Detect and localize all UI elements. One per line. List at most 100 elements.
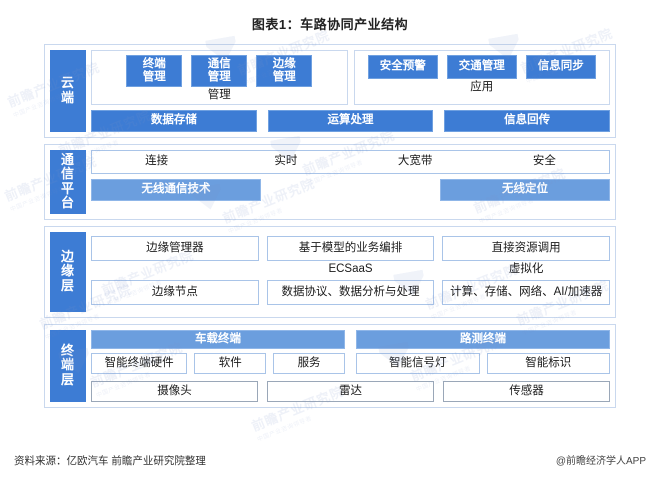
edge-caption-ecsaas: ECSaaS — [328, 262, 373, 275]
comm-feature-strip: 连接 实时 大宽带 安全 — [91, 149, 610, 174]
group-panel-application: 安全预警 交通管理 信息同步 应用 — [353, 50, 610, 105]
group-chips: 终端管理 通信管理 边缘管理 — [97, 55, 342, 87]
box-model-based-orchestration[interactable]: 基于模型的业务编排 — [266, 235, 435, 261]
chip-label: 信息同步 — [537, 60, 584, 73]
box-label: 基于模型的业务编排 — [298, 241, 403, 254]
source-text: 资料来源：亿欧汽车 前瞻产业研究院整理 — [14, 455, 206, 467]
layer-label-cloud: 云端 — [50, 50, 86, 132]
box-label: 路测终端 — [460, 332, 506, 345]
box-roadside-terminal[interactable]: 路测终端 — [356, 329, 610, 349]
chip-edge-management[interactable]: 边缘管理 — [256, 55, 313, 87]
box-label: 智能标识 — [525, 356, 572, 369]
group-panel-management: 终端管理 通信管理 边缘管理 管理 — [91, 50, 348, 105]
edge-column-ecsaas: 基于模型的业务编排 ECSaaS 数据协议、数据分析与处理 — [266, 232, 435, 312]
edge-column-virtualization: 直接资源调用 虚拟化 计算、存储、网络、AI/加速器 — [442, 232, 611, 312]
group-caption-application: 应用 — [470, 81, 494, 93]
vehicle-terminal-items: 智能终端硬件 软件 服务 — [91, 352, 345, 374]
box-software[interactable]: 软件 — [194, 352, 267, 374]
box-data-storage[interactable]: 数据存储 — [91, 109, 257, 132]
box-smart-sign[interactable]: 智能标识 — [486, 352, 610, 374]
box-direct-resource-invocation[interactable]: 直接资源调用 — [442, 235, 611, 261]
box-label: 智能终端硬件 — [104, 356, 174, 369]
box-smart-traffic-light[interactable]: 智能信号灯 — [356, 352, 480, 374]
layer-terminal: 终端层 车载终端 智能终端硬件 软件 服务 — [44, 323, 616, 408]
box-information-feedback[interactable]: 信息回传 — [444, 109, 611, 132]
group-chips: 安全预警 交通管理 信息同步 — [360, 55, 605, 79]
spacer — [91, 206, 610, 214]
chip-label: 交通管理 — [458, 60, 505, 73]
industry-structure-diagram: 云端 终端管理 通信管理 边缘管理 管理 — [44, 44, 616, 434]
box-label: 智能信号灯 — [389, 356, 447, 369]
box-label: 数据存储 — [150, 114, 197, 127]
edge-caption-1 — [91, 263, 259, 278]
box-label: 摄像头 — [157, 384, 192, 397]
layer-label-terminal: 终端层 — [50, 329, 86, 402]
box-label: 传感器 — [509, 384, 544, 397]
box-label: 运算处理 — [327, 114, 374, 127]
edge-columns: 边缘管理器 边缘节点 基于模型的业务编排 ECSaaS 数据协议、数据分析与处理 — [91, 232, 611, 312]
credit-text: @前瞻经济学人APP — [555, 456, 646, 467]
box-label: 无线定位 — [502, 183, 548, 196]
layer-label-communication-platform: 通信平台 — [50, 149, 86, 214]
box-edge-manager[interactable]: 边缘管理器 — [91, 235, 259, 261]
box-label: 边缘管理器 — [146, 241, 204, 254]
group-caption-management: 管理 — [207, 89, 231, 101]
layer-cloud: 云端 终端管理 通信管理 边缘管理 管理 — [44, 44, 616, 138]
comm-feature-broadband: 大宽带 — [397, 155, 433, 168]
terminal-group-vehicle: 车载终端 智能终端硬件 软件 服务 — [91, 329, 345, 376]
comm-feature-security: 安全 — [532, 155, 556, 168]
terminal-halves: 车载终端 智能终端硬件 软件 服务 — [91, 329, 610, 376]
edge-caption-virtualization: 虚拟化 — [508, 262, 544, 275]
box-radar[interactable]: 雷达 — [267, 380, 434, 402]
box-smart-terminal-hardware[interactable]: 智能终端硬件 — [91, 352, 188, 374]
layer-body-edge: 边缘管理器 边缘节点 基于模型的业务编排 ECSaaS 数据协议、数据分析与处理 — [91, 232, 611, 312]
edge-column-manager: 边缘管理器 边缘节点 — [91, 232, 259, 312]
comm-feature-connection: 连接 — [145, 155, 169, 168]
chip-safety-warning[interactable]: 安全预警 — [367, 55, 438, 79]
box-wireless-communication-tech[interactable]: 无线通信技术 — [91, 178, 261, 201]
terminal-sensors-row: 摄像头 雷达 传感器 — [91, 380, 610, 402]
box-label: 雷达 — [339, 384, 362, 397]
chip-label: 边缘管理 — [272, 57, 296, 83]
box-label: 车载终端 — [195, 332, 241, 345]
layer-body-cloud: 终端管理 通信管理 边缘管理 管理 安全预警 — [91, 50, 611, 132]
footer: 资料来源：亿欧汽车 前瞻产业研究院整理 @前瞻经济学人APP — [14, 452, 646, 468]
page-title: 图表1：车路协同产业结构 — [251, 17, 409, 32]
box-vehicle-terminal[interactable]: 车载终端 — [91, 329, 345, 349]
box-label: 直接资源调用 — [491, 241, 561, 254]
layer-body-communication-platform: 连接 实时 大宽带 安全 无线通信技术 无线定位 — [91, 149, 610, 214]
box-label: 软件 — [218, 356, 242, 369]
comm-technology-row: 无线通信技术 无线定位 — [91, 178, 610, 201]
layer-edge: 边缘层 边缘管理器 边缘节点 基于模型的业务编排 ECSaaS — [44, 225, 616, 318]
box-edge-node[interactable]: 边缘节点 — [91, 279, 259, 305]
box-compute-storage-network-ai[interactable]: 计算、存储、网络、AI/加速器 — [442, 279, 611, 305]
layer-label-edge: 边缘层 — [50, 231, 86, 312]
comm-feature-realtime: 实时 — [274, 155, 298, 168]
cloud-bottom-row: 数据存储 运算处理 信息回传 — [91, 109, 611, 132]
spacer — [267, 179, 434, 201]
chip-traffic-management[interactable]: 交通管理 — [446, 55, 517, 79]
box-label: 无线通信技术 — [141, 183, 211, 196]
box-label: 信息回传 — [504, 114, 551, 127]
roadside-terminal-items: 智能信号灯 智能标识 — [356, 352, 610, 374]
cloud-groups-row: 终端管理 通信管理 边缘管理 管理 安全预警 — [91, 50, 610, 105]
box-label: 服务 — [297, 356, 321, 369]
chip-information-sync[interactable]: 信息同步 — [525, 55, 596, 79]
chip-label: 通信管理 — [207, 57, 231, 83]
box-computation-processing[interactable]: 运算处理 — [267, 109, 434, 132]
box-camera[interactable]: 摄像头 — [91, 380, 258, 402]
chip-terminal-management[interactable]: 终端管理 — [126, 55, 183, 87]
terminal-group-roadside: 路测终端 智能信号灯 智能标识 — [356, 329, 610, 376]
layer-body-terminal: 车载终端 智能终端硬件 软件 服务 — [91, 329, 610, 402]
chip-label: 终端管理 — [142, 57, 166, 83]
chip-label: 安全预警 — [379, 60, 426, 73]
box-label: 边缘节点 — [151, 285, 198, 298]
box-wireless-positioning[interactable]: 无线定位 — [440, 178, 610, 201]
chip-communication-management[interactable]: 通信管理 — [191, 55, 248, 87]
box-service[interactable]: 服务 — [273, 352, 345, 374]
box-sensor[interactable]: 传感器 — [443, 380, 610, 402]
layer-communication-platform: 通信平台 连接 实时 大宽带 安全 无线通信技术 无线定位 — [44, 143, 616, 220]
box-label: 数据协议、数据分析与处理 — [281, 285, 420, 298]
box-label: 计算、存储、网络、AI/加速器 — [450, 285, 603, 298]
box-data-protocol-analysis[interactable]: 数据协议、数据分析与处理 — [266, 279, 435, 305]
